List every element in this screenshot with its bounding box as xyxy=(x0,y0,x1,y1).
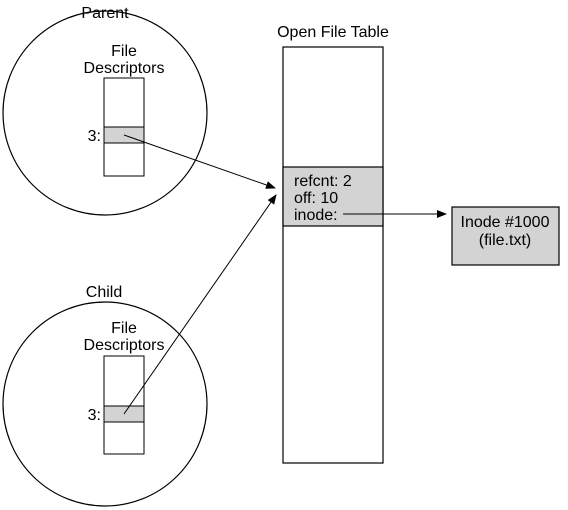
parent-to-entry-arrow xyxy=(123,134,276,189)
child-fd-index: 3: xyxy=(88,407,101,424)
entry-offset: off: 10 xyxy=(294,190,338,207)
inode-filename: (file.txt) xyxy=(479,232,531,249)
parent-fd-index: 3: xyxy=(88,128,101,145)
entry-inode: inode: xyxy=(294,207,338,224)
child-process: Child File Descriptors 3: xyxy=(2,284,208,507)
entry-refcnt: refcnt: 2 xyxy=(294,173,352,190)
open-file-table-title: Open File Table xyxy=(277,24,389,41)
open-file-table: Open File Table refcnt: 2 off: 10 inode: xyxy=(277,24,389,464)
parent-process: Parent File Descriptors 3: xyxy=(2,5,208,216)
parent-fd-label-line2: Descriptors xyxy=(84,60,165,77)
inode: Inode #1000 (file.txt) xyxy=(451,206,560,266)
parent-title: Parent xyxy=(81,5,129,22)
inode-number: Inode #1000 xyxy=(461,214,550,231)
child-fd-label-line2: Descriptors xyxy=(84,337,165,354)
open-file-table-box xyxy=(282,46,384,464)
child-circle xyxy=(2,301,208,507)
inode-box[interactable] xyxy=(451,206,560,266)
open-file-entry[interactable] xyxy=(282,166,384,227)
parent-circle xyxy=(2,10,208,216)
child-title: Child xyxy=(86,284,122,301)
child-fd-table xyxy=(103,355,145,455)
child-to-entry-arrow xyxy=(123,194,277,415)
parent-fd-label-line1: File xyxy=(111,43,137,60)
child-fd-label-line1: File xyxy=(111,320,137,337)
